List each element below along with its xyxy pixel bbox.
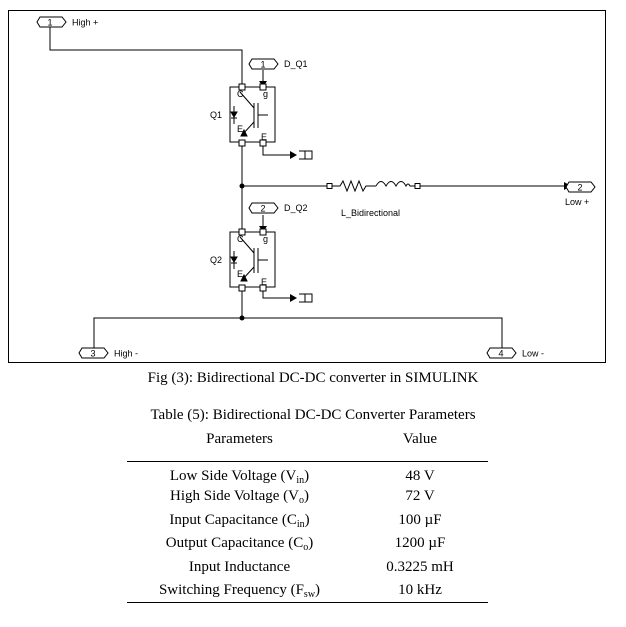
param-name: Output Capacitance (C xyxy=(165,535,304,552)
block-name: L_Bidirectional xyxy=(341,208,400,218)
param-cell: Switching Frequency (Fsw) xyxy=(127,579,352,603)
header-parameters: Parameters xyxy=(206,431,273,447)
pin-e-left-label: E xyxy=(237,124,243,134)
header-value: Value xyxy=(402,431,438,447)
param-subscript: sw xyxy=(303,589,316,600)
port-number: 4 xyxy=(498,349,503,359)
param-cell: Low Side Voltage (Vin) xyxy=(127,462,352,486)
block-name: Q1 xyxy=(210,110,222,120)
port-number: 2 xyxy=(577,183,582,193)
table-title: Table (5): Bidirectional DC-DC Converter… xyxy=(150,407,476,423)
param-cell: Input Inductance xyxy=(127,556,352,580)
value-cell: 48 V xyxy=(405,468,435,484)
igbt-icon xyxy=(230,91,268,137)
param-name: Input Capacitance (C xyxy=(169,511,297,528)
param-subscript: in xyxy=(296,518,305,530)
param-subscript: o xyxy=(303,542,309,554)
port-number: 1 xyxy=(47,18,52,28)
pin-e-label: E xyxy=(261,277,267,287)
value-cell: 1200 µF xyxy=(394,535,446,552)
param-name: Switching Frequency (F xyxy=(158,582,304,598)
param-subscript: in xyxy=(296,475,305,486)
inductor-coil-icon xyxy=(375,181,415,188)
port-label: Low - xyxy=(522,349,544,359)
table-row: Switching Frequency (Fsw) 10 kHz xyxy=(127,579,488,603)
port-label: High + xyxy=(72,18,98,28)
port-label: High - xyxy=(114,349,138,359)
param-cell: Input Capacitance (Cin) xyxy=(127,509,352,533)
wires xyxy=(49,27,568,348)
table-row: Input Inductance 0.3225 mH xyxy=(127,556,488,580)
port-low-minus[interactable]: 4 Low - xyxy=(486,347,544,359)
port-number: 2 xyxy=(260,204,265,214)
pin-c-label: C xyxy=(237,89,244,99)
param-close: ) xyxy=(315,582,321,598)
param-cell: Output Capacitance (Co) xyxy=(127,532,352,556)
port-high-plus[interactable]: 1 High + xyxy=(36,16,98,28)
table-row: Output Capacitance (Co) 1200 µF xyxy=(127,532,488,556)
pin-c-label: C xyxy=(237,234,244,244)
port-d-q2[interactable]: 2 D_Q2 xyxy=(248,202,308,214)
table-row: Low Side Voltage (Vin) 48 V xyxy=(127,462,488,486)
pin-e-label: E xyxy=(261,132,267,142)
param-name: Low Side Voltage (V xyxy=(169,468,297,484)
pin-g-label: g xyxy=(263,234,268,244)
param-close: ) xyxy=(304,488,310,505)
junction-dot xyxy=(239,315,245,321)
table-header-row: Parameters Value xyxy=(127,430,488,462)
port-label: D_Q2 xyxy=(284,203,308,213)
param-name: Input Inductance xyxy=(188,558,291,575)
param-subscript: o xyxy=(299,495,305,507)
terminator-blocks xyxy=(299,150,313,303)
param-close: ) xyxy=(304,468,310,484)
value-cell: 72 V xyxy=(405,488,435,505)
figure-caption: Fig (3): Bidirectional DC-DC converter i… xyxy=(147,370,479,386)
port-d-q1[interactable]: 1 D_Q1 xyxy=(248,58,308,70)
inductor-block[interactable]: L_Bidirectional xyxy=(326,179,421,218)
pin-g-label: g xyxy=(263,89,268,99)
igbt-q2-block[interactable]: C E g E Q2 xyxy=(210,228,276,292)
value-cell: 10 kHz xyxy=(398,582,442,598)
port-label: Low + xyxy=(565,197,589,207)
port-number: 3 xyxy=(90,349,95,359)
param-close: ) xyxy=(308,535,314,552)
wire-arrows xyxy=(259,81,571,302)
resistor-icon xyxy=(332,179,376,193)
simulink-diagram: 1 High + 1 D_Q1 2 D_Q2 2 Low + 3 High - … xyxy=(8,10,606,363)
port-low-plus[interactable]: 2 Low + xyxy=(565,181,596,207)
value-cell: 0.3225 mH xyxy=(386,558,454,575)
param-close: ) xyxy=(304,511,310,528)
block-name: Q2 xyxy=(210,255,222,265)
port-number: 1 xyxy=(260,60,265,70)
junction-dot xyxy=(239,183,245,189)
parameters-table: Parameters Value Low Side Voltage (Vin) … xyxy=(127,430,488,603)
param-name: High Side Voltage (V xyxy=(169,488,300,505)
table-row: High Side Voltage (Vo) 72 V xyxy=(127,485,488,509)
table-row: Input Capacitance (Cin) 100 µF xyxy=(127,509,488,533)
junctions xyxy=(239,183,245,321)
igbt-q1-block[interactable]: C E g E Q1 xyxy=(210,83,276,147)
pin-e-left-label: E xyxy=(237,269,243,279)
igbt-icon xyxy=(230,236,268,282)
diagram-frame xyxy=(8,10,606,363)
port-high-minus[interactable]: 3 High - xyxy=(78,347,138,359)
param-cell: High Side Voltage (Vo) xyxy=(127,485,352,509)
value-cell: 100 µF xyxy=(398,511,442,528)
port-label: D_Q1 xyxy=(284,59,308,69)
